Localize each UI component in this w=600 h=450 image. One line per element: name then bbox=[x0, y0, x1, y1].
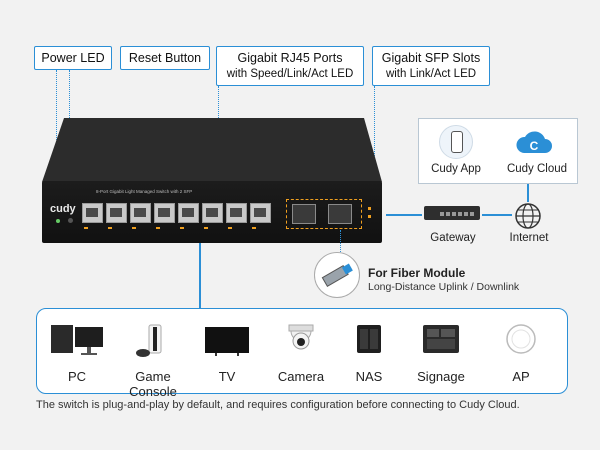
rj45-port-4[interactable] bbox=[154, 203, 175, 223]
tv-icon bbox=[205, 327, 249, 356]
switch-to-gateway-line bbox=[386, 214, 422, 216]
nas-icon bbox=[357, 325, 381, 353]
cloud-management-box: C Cudy App Cudy Cloud bbox=[418, 118, 578, 184]
reset-leader-top bbox=[69, 70, 124, 72]
rj45-port-1[interactable] bbox=[82, 203, 103, 223]
sfp-link-led bbox=[368, 207, 371, 210]
camera-icon bbox=[288, 324, 314, 350]
device-nas-label: NAS bbox=[355, 369, 383, 384]
phone-icon bbox=[451, 131, 463, 153]
gateway-label: Gateway bbox=[430, 232, 476, 244]
power-led-indicator bbox=[56, 219, 60, 223]
signage-icon bbox=[423, 325, 459, 353]
game-console-icon bbox=[136, 324, 162, 357]
rj45-port-7[interactable] bbox=[226, 203, 247, 223]
connected-devices-box: PC Game Console TV Camera NAS bbox=[36, 308, 568, 399]
switch-front-panel: cudy 8-Port Gigabit Light Managed Switch… bbox=[42, 181, 382, 243]
gateway-to-internet-line bbox=[482, 214, 512, 216]
rj45-ports-title: Gigabit RJ45 Ports bbox=[237, 51, 343, 65]
device-game-console: Game Console bbox=[113, 311, 193, 399]
internet-globe-icon bbox=[514, 202, 542, 230]
power-led-callout: Power LED bbox=[34, 46, 112, 70]
gateway-device bbox=[424, 206, 480, 220]
device-ap-label: AP bbox=[512, 369, 530, 384]
rj45-port-8[interactable] bbox=[250, 203, 271, 223]
device-nas: NAS bbox=[329, 311, 409, 384]
device-tv-label: TV bbox=[218, 369, 236, 384]
rj45-ports-subtitle: with Speed/Link/Act LED bbox=[226, 68, 354, 80]
port-led-strip bbox=[84, 227, 270, 229]
switch-top-surface bbox=[42, 118, 382, 182]
footnote: The switch is plug-and-play by default, … bbox=[36, 399, 520, 411]
internet-label: Internet bbox=[509, 232, 549, 244]
app-label: Cudy App bbox=[431, 163, 481, 175]
reset-button-label: Reset Button bbox=[128, 51, 202, 65]
reset-pinhole[interactable] bbox=[68, 218, 73, 223]
device-pc: PC bbox=[37, 311, 117, 384]
rj45-ports-callout: Gigabit RJ45 Ports with Speed/Link/Act L… bbox=[216, 46, 364, 86]
pc-icon bbox=[51, 325, 103, 355]
sfp-slots-callout: Gigabit SFP Slots with Link/Act LED bbox=[372, 46, 490, 86]
svg-text:C: C bbox=[530, 139, 539, 153]
sfp-slot-2[interactable] bbox=[328, 204, 352, 224]
sfp-slot-frame bbox=[286, 199, 362, 229]
switch-brand-logo: cudy bbox=[50, 203, 76, 215]
device-game-console-label: Game Console bbox=[129, 369, 177, 399]
cloud-icon: C bbox=[516, 131, 552, 153]
device-tv: TV bbox=[187, 311, 267, 384]
device-camera-label: Camera bbox=[277, 369, 325, 384]
app-icon-circle bbox=[439, 125, 473, 159]
cloud-icon-circle: C bbox=[515, 125, 553, 159]
sfp-slots-title: Gigabit SFP Slots bbox=[381, 51, 481, 65]
cloud-to-internet-line bbox=[527, 184, 529, 202]
gateway-ports bbox=[440, 212, 474, 216]
sfp-module-icon bbox=[321, 263, 353, 288]
rj45-port-2[interactable] bbox=[106, 203, 127, 223]
sfp-link-led-2 bbox=[368, 215, 371, 218]
fiber-title: For Fiber Module bbox=[368, 266, 466, 280]
rj45-port-3[interactable] bbox=[130, 203, 151, 223]
sfp-slots-subtitle: with Link/Act LED bbox=[385, 68, 477, 80]
cloud-label: Cudy Cloud bbox=[506, 163, 568, 175]
rj45-port-5[interactable] bbox=[178, 203, 199, 223]
device-signage: Signage bbox=[401, 311, 481, 384]
reset-button-callout: Reset Button bbox=[120, 46, 210, 70]
device-signage-label: Signage bbox=[417, 369, 465, 384]
device-camera: Camera bbox=[261, 311, 341, 384]
fiber-leader bbox=[340, 230, 341, 254]
device-pc-label: PC bbox=[67, 369, 87, 384]
device-ap: AP bbox=[481, 311, 561, 384]
switch-model-text: 8-Port Gigabit Light Managed Switch with… bbox=[96, 189, 193, 194]
power-led-label: Power LED bbox=[41, 51, 105, 65]
fiber-module-circle bbox=[314, 252, 360, 298]
fiber-subtitle: Long-Distance Uplink / Downlink bbox=[368, 281, 520, 293]
sfp-slot-1[interactable] bbox=[292, 204, 316, 224]
access-point-icon bbox=[506, 324, 536, 354]
switch-to-devices-line bbox=[199, 243, 201, 308]
rj45-port-6[interactable] bbox=[202, 203, 223, 223]
